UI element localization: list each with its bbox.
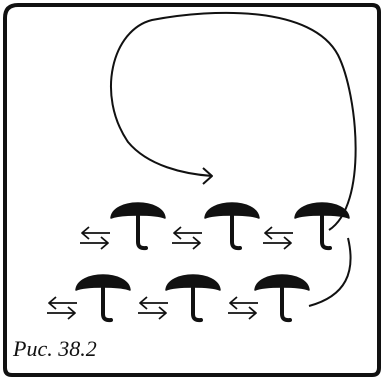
umbrella-icon [164, 273, 222, 323]
umbrella-row-bottom [46, 273, 311, 323]
double-arrow-icon [262, 226, 294, 250]
double-arrow-icon [137, 296, 169, 320]
umbrella-icon [74, 273, 132, 323]
curved-arrow-icon [110, 11, 357, 231]
umbrella-icon [203, 201, 261, 251]
umbrella-row-top [79, 201, 351, 251]
umbrella-icon [253, 273, 311, 323]
double-arrow-icon [46, 296, 78, 320]
double-arrow-icon [227, 296, 259, 320]
row-connector-line [308, 237, 352, 307]
double-arrow-icon [171, 226, 203, 250]
umbrella-icon [293, 201, 351, 251]
figure-frame [3, 3, 381, 377]
umbrella-icon [109, 201, 167, 251]
double-arrow-icon [79, 226, 111, 250]
figure-caption: Рис. 38.2 [13, 336, 97, 361]
